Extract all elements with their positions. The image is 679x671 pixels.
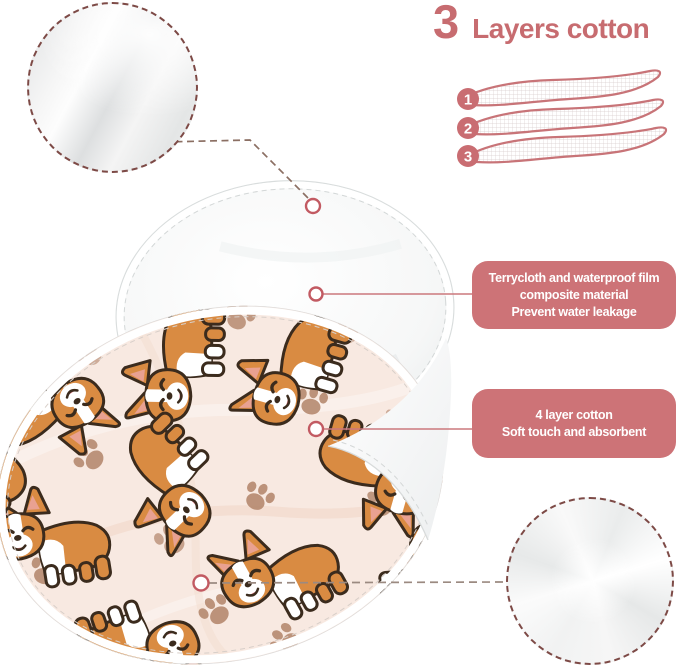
page-title: 3 Layers cotton xyxy=(433,0,650,48)
marker-ring-waterproof xyxy=(308,286,324,302)
layer-number-1: 1 xyxy=(464,92,472,109)
white-cloth-fold xyxy=(327,338,452,541)
title-number: 3 xyxy=(433,0,460,48)
callout-waterproof: Terrycloth and waterproof film composite… xyxy=(472,261,676,329)
connector-dashed-muslin xyxy=(208,581,506,584)
layer-number-badges: 1 2 3 xyxy=(457,88,479,167)
callout-cotton: 4 layer cotton Soft touch and absorbent xyxy=(472,389,676,458)
marker-ring-muslin xyxy=(192,574,210,592)
marker-ring-terry xyxy=(304,197,322,215)
callout-waterproof-line3: Prevent water leakage xyxy=(511,304,637,319)
layers-diagram: 1 2 3 xyxy=(457,69,668,167)
layer-sheet-1 xyxy=(458,69,662,107)
callout-cotton-line2: Soft touch and absorbent xyxy=(501,424,647,439)
layer-number-3: 3 xyxy=(464,149,472,166)
marker-ring-cotton xyxy=(307,420,325,438)
callout-cotton-line1: 4 layer cotton xyxy=(535,407,613,422)
terrycloth-zoom-circle xyxy=(27,2,198,173)
connector-dashed-terry xyxy=(163,139,311,201)
callout-waterproof-line1: Terrycloth and waterproof film xyxy=(488,270,660,285)
title-text: Layers cotton xyxy=(472,13,650,44)
callout-waterproof-line2: composite material xyxy=(519,287,629,302)
muslin-zoom-circle xyxy=(506,497,674,665)
layer-sheets xyxy=(458,69,668,164)
layer-number-2: 2 xyxy=(464,121,472,138)
